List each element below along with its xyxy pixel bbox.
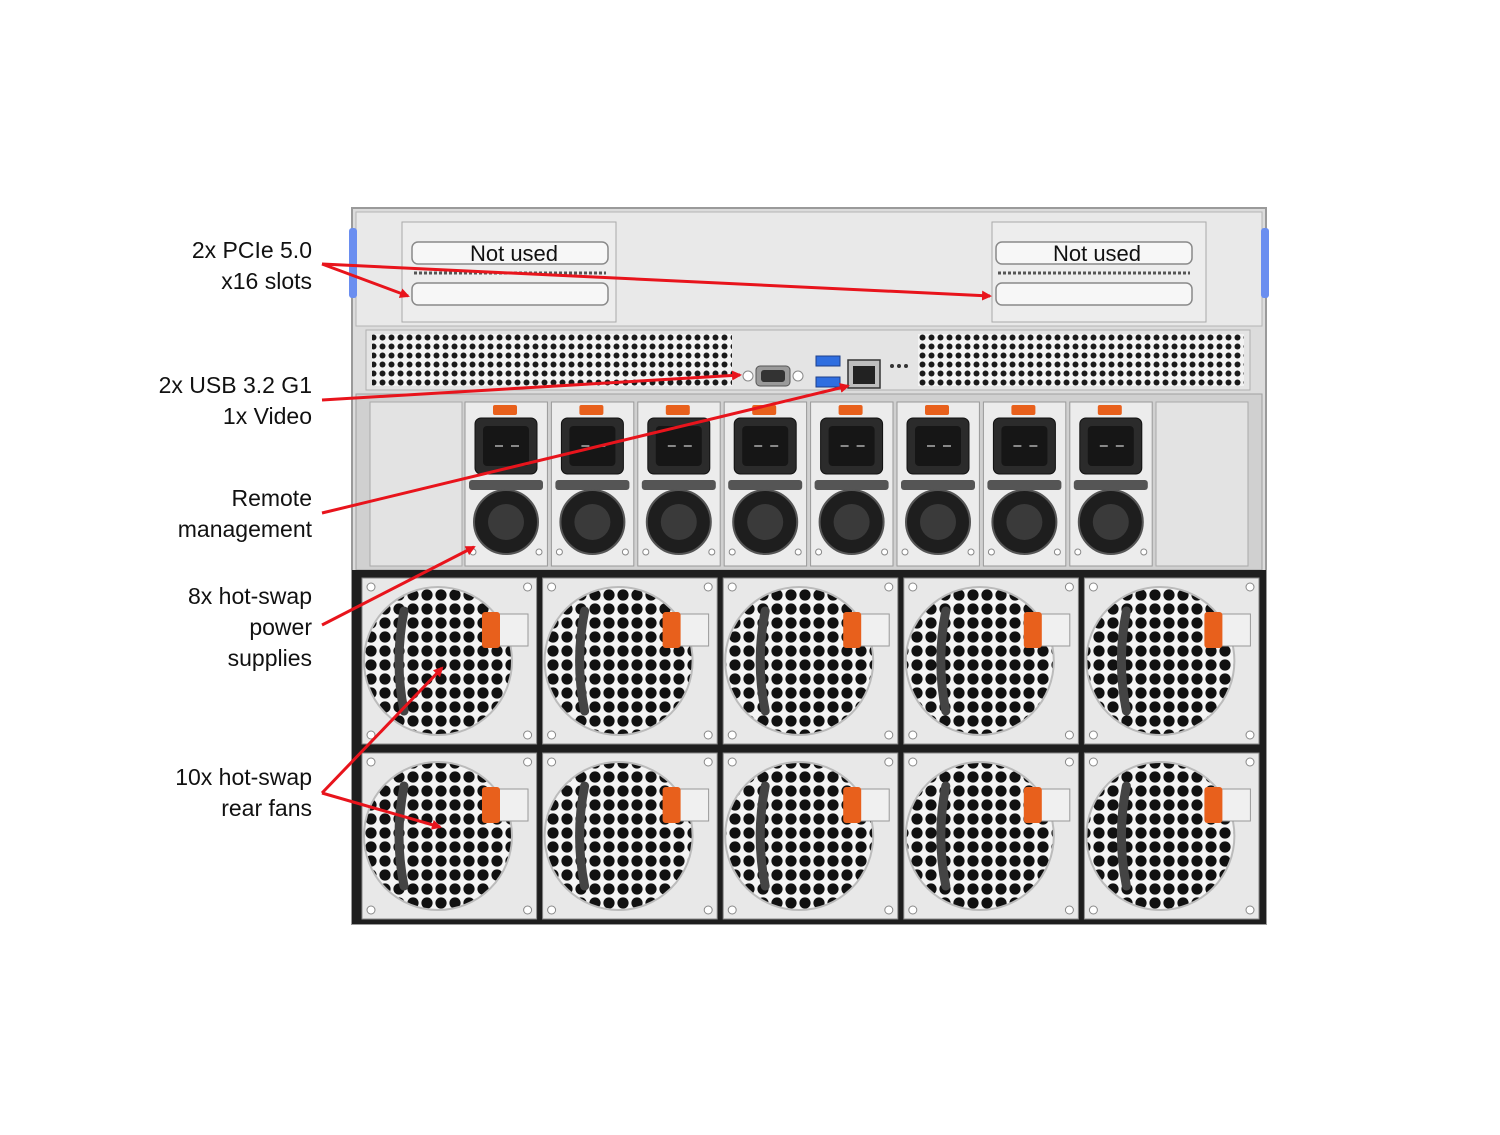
callout-psu-line-3: supplies [227,645,312,671]
callout-remote-management: Remote management [178,483,312,545]
fan-latch[interactable] [1023,787,1042,823]
fan-grille [363,761,513,911]
psu-latch[interactable] [493,405,517,415]
fan-grille [904,761,1055,911]
pcie-right-not-used-label: Not used [1053,241,1141,266]
rear-fan[interactable] [1083,752,1260,920]
psu-latch[interactable] [665,405,690,415]
arrow-pcie-right [321,262,992,301]
callout-fans-line-1: 10x hot-swap [175,764,312,790]
psu-latch[interactable] [1011,405,1036,415]
rear-fan[interactable] [722,752,899,920]
power-supply[interactable] [637,401,721,567]
callout-usb-line-2: 1x Video [222,403,312,429]
fan-latch[interactable] [662,787,681,823]
arrow-fan-bottom [321,791,442,830]
power-supply[interactable] [982,401,1067,567]
psu-latch[interactable] [925,405,949,415]
fan-handle[interactable] [575,781,590,891]
fan-grille [724,761,875,911]
rear-fan[interactable] [361,752,538,920]
psu-latch[interactable] [579,405,604,415]
callout-psu-line-1: 8x hot-swap [187,583,312,609]
power-supply[interactable] [810,401,894,567]
rear-fan[interactable] [542,577,718,745]
fan-handle[interactable] [575,606,590,716]
fan-handle[interactable] [394,781,409,891]
callout-remote-line-2: management [177,516,312,542]
power-supply[interactable] [550,401,635,567]
psu-latch[interactable] [1097,405,1122,415]
fan-grille [1085,761,1236,911]
usb-ports [815,355,841,388]
callout-rear-fans: 10x hot-swap rear fans [175,762,312,824]
fan-latch[interactable] [1023,612,1042,648]
rear-fan[interactable] [361,577,538,745]
callout-fans-line-2: rear fans [221,795,312,821]
io-panel [365,329,1251,391]
callout-remote-line-1: Remote [231,485,312,511]
pcie-left-not-used-label: Not used [470,241,558,266]
callout-arrows [320,262,992,830]
rj45-management-port [847,359,881,389]
callout-pcie: 2x PCIe 5.0 x16 slots [192,235,312,297]
power-supply[interactable] [464,401,548,567]
pcie-slot-right: Not used [991,221,1207,323]
psu-latch[interactable] [838,405,863,415]
callout-usb-line-1: 2x USB 3.2 G1 [158,372,312,398]
fan-grille [904,586,1055,736]
fan-handle[interactable] [936,606,951,716]
fan-grille [543,586,694,736]
rear-fan[interactable] [542,752,718,920]
fan-latch[interactable] [662,612,681,648]
callout-pcie-line-1: 2x PCIe 5.0 [191,237,312,263]
arrow-fan-top [320,666,444,795]
arrow-psu [321,545,476,627]
fan-handle[interactable] [394,606,409,716]
fan-grille [363,586,513,736]
fan-grille [1085,586,1236,736]
callout-psu-line-2: power [249,614,312,640]
fan-handle[interactable] [1116,781,1131,891]
fan-grille [724,586,875,736]
psu-group [464,401,1153,567]
fan-latch[interactable] [482,612,500,648]
arrow-vga [321,370,742,402]
fan-latch[interactable] [843,612,862,648]
bezel-led-left [349,228,357,298]
arrow-pcie-left [321,262,410,298]
power-supply[interactable] [723,401,808,567]
callout-power-supplies: 8x hot-swap power supplies [188,581,312,674]
bezel-led-right [1261,228,1269,298]
fan-latch[interactable] [843,787,862,823]
fan-grille [543,761,694,911]
psu-filler-right [1155,401,1249,567]
rear-fan[interactable] [1083,577,1260,745]
fan-handle[interactable] [1116,606,1131,716]
power-supply[interactable] [896,401,980,567]
rear-fan[interactable] [903,577,1079,745]
fan-handle[interactable] [936,781,951,891]
callout-usb-video: 2x USB 3.2 G1 1x Video [159,370,312,432]
fan-group [361,577,1260,920]
fan-latch[interactable] [1204,787,1223,823]
power-supply[interactable] [1069,401,1153,567]
rear-fan[interactable] [722,577,899,745]
fan-handle[interactable] [755,606,770,716]
callout-pcie-line-2: x16 slots [221,268,312,294]
rear-fan[interactable] [903,752,1079,920]
vga-port [742,365,804,387]
fan-latch[interactable] [482,787,500,823]
fan-latch[interactable] [1204,612,1223,648]
fan-handle[interactable] [755,781,770,891]
arrow-remote-management [321,383,850,515]
